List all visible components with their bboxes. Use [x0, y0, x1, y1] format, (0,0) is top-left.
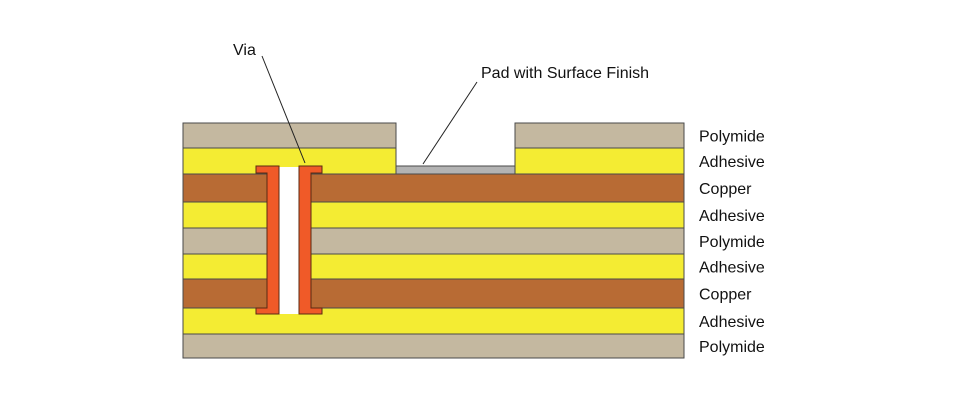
layer-polymide-1-left — [182, 122, 397, 149]
layer-polymide-1-right — [514, 122, 685, 149]
pad-leader-line — [422, 81, 478, 165]
via-leader-line — [261, 55, 306, 164]
layer-label-copper-1: Copper — [699, 181, 752, 198]
layer-label-polymide-1: Polymide — [699, 129, 765, 146]
layer-label-adhesive-4: Adhesive — [699, 314, 765, 331]
layer-polymide-3 — [182, 333, 685, 359]
via — [255, 165, 323, 315]
callouts: Via Pad with Surface Finish — [233, 42, 649, 165]
layer-stack — [182, 122, 685, 359]
layer-copper-2 — [182, 278, 685, 309]
layer-label-adhesive-3: Adhesive — [699, 260, 765, 277]
layer-labels: PolymideAdhesiveCopperAdhesivePolymideAd… — [699, 129, 765, 357]
pad-with-surface-finish — [395, 165, 516, 175]
layer-label-adhesive-2: Adhesive — [699, 208, 765, 225]
layer-adhesive-3 — [182, 253, 685, 280]
layer-adhesive-1-right — [514, 147, 685, 175]
layer-label-polymide-3: Polymide — [699, 339, 765, 356]
via-hole — [279, 167, 299, 314]
via-plating-right — [298, 165, 323, 315]
layer-label-copper-2: Copper — [699, 287, 752, 304]
layer-label-adhesive-1: Adhesive — [699, 154, 765, 171]
via-plating-left — [255, 165, 280, 315]
layer-polymide-2 — [182, 227, 685, 255]
layer-copper-1 — [182, 173, 685, 203]
via-callout-label: Via — [233, 42, 256, 59]
surface-finish-pad — [395, 165, 516, 175]
pad-callout-label: Pad with Surface Finish — [481, 65, 649, 82]
layer-label-polymide-2: Polymide — [699, 234, 765, 251]
layer-adhesive-2 — [182, 201, 685, 229]
